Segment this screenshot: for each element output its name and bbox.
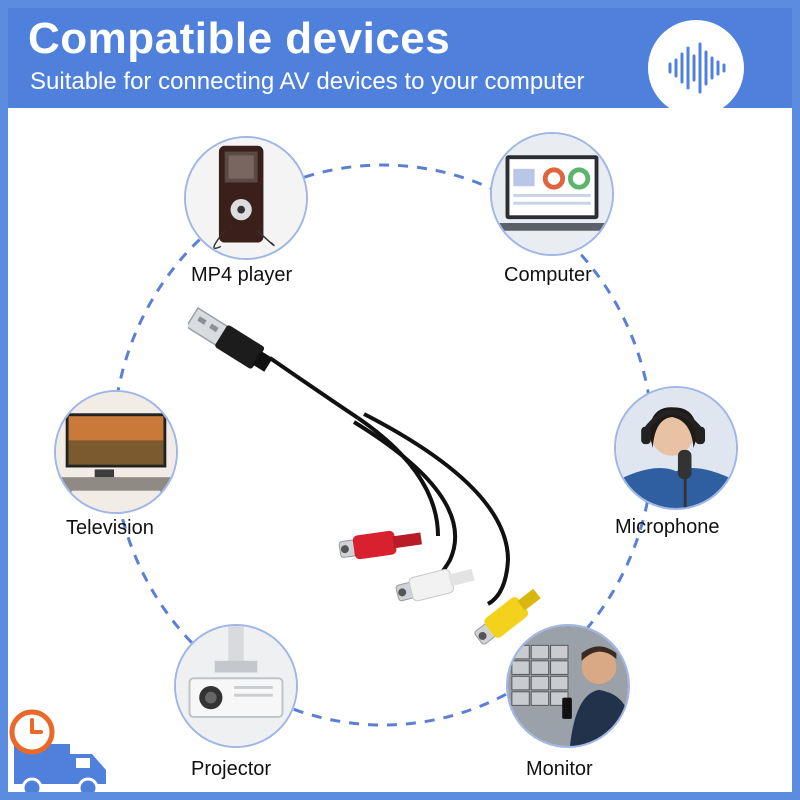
device-label-projector: Projector [191,758,272,780]
device-label-computer: Computer [504,264,592,286]
mp4-player-icon [184,136,308,260]
page-subtitle: Suitable for connecting AV devices to yo… [30,68,585,95]
device-label-monitor: Monitor [526,758,593,780]
device-label-mp4-player: MP4 player [191,264,293,286]
device-label-microphone: Microphone [615,516,720,538]
usb-to-rca-cable-icon [188,306,541,645]
projector-icon [174,624,298,748]
monitor-icon [506,624,630,748]
delivery-truck-clock-icon [9,709,106,792]
device-label-television: Television [66,517,154,539]
laptop-icon [490,132,614,256]
page-canvas: Compatible devices Suitable for connecti… [8,8,792,792]
microphone-icon [614,386,738,510]
sound-wave-icon [648,20,744,116]
page-title: Compatible devices [28,14,451,63]
television-icon [54,390,178,514]
